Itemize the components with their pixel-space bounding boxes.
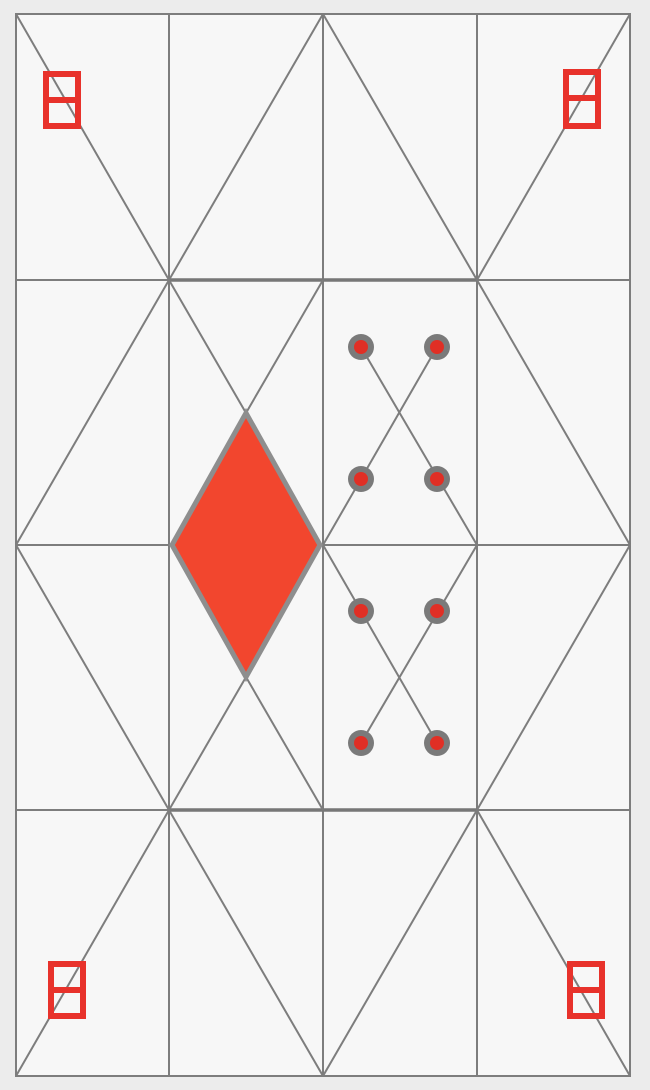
pip-8-core [430, 736, 444, 750]
diagonal-row3-2 [168, 676, 247, 811]
pip-1-core [354, 340, 368, 354]
pip-dot-icon [348, 334, 374, 360]
corner-rank-icon [48, 961, 86, 1019]
diagonal-row3-5 [360, 544, 478, 744]
diagonal-top-left-2 [168, 13, 324, 281]
pip-4-core [430, 472, 444, 486]
pips [348, 334, 450, 756]
pip-5-core [354, 604, 368, 618]
pip-dot-icon [424, 730, 450, 756]
diagonal-row3-1 [15, 544, 170, 811]
diagonal-bottom-left-1 [15, 809, 170, 1077]
diagonal-lines [15, 13, 631, 1077]
pip-dot-icon [424, 334, 450, 360]
corner-rank-icon [567, 961, 605, 1019]
diagonal-row2-1 [15, 279, 170, 546]
pip-6-core [430, 604, 444, 618]
diagonal-bottom-right-2 [476, 809, 631, 1077]
diagonal-row3-3 [245, 676, 324, 811]
pip-3-core [354, 472, 368, 486]
corner-rank-icon [43, 71, 81, 129]
diagonal-row2-3 [245, 279, 324, 414]
pip-dot-icon [424, 598, 450, 624]
pip-dot-icon [348, 466, 374, 492]
diagonal-top-right-1 [322, 13, 478, 281]
corner-rank-icon [563, 69, 601, 129]
pip-dot-icon [348, 730, 374, 756]
diagonal-row2-4 [322, 346, 438, 546]
diagonal-bottom-left-2 [168, 809, 324, 1077]
diagonal-row3-4 [322, 544, 438, 744]
diagonal-top-right-2 [476, 13, 631, 281]
diagonal-row3-6 [476, 544, 631, 811]
diamond-icon [169, 407, 323, 683]
diagonal-row2-5 [360, 346, 478, 546]
pip-dot-icon [424, 466, 450, 492]
pip-2-core [430, 340, 444, 354]
pip-dot-icon [348, 598, 374, 624]
large-diamond-suit [169, 407, 323, 683]
pip-7-core [354, 736, 368, 750]
diagonal-row2-6 [476, 279, 631, 546]
diagonal-row2-2 [168, 279, 247, 414]
diagonal-top-left-1 [15, 13, 170, 281]
corner-marks [43, 69, 605, 1019]
diagonal-bottom-right-1 [322, 809, 478, 1077]
